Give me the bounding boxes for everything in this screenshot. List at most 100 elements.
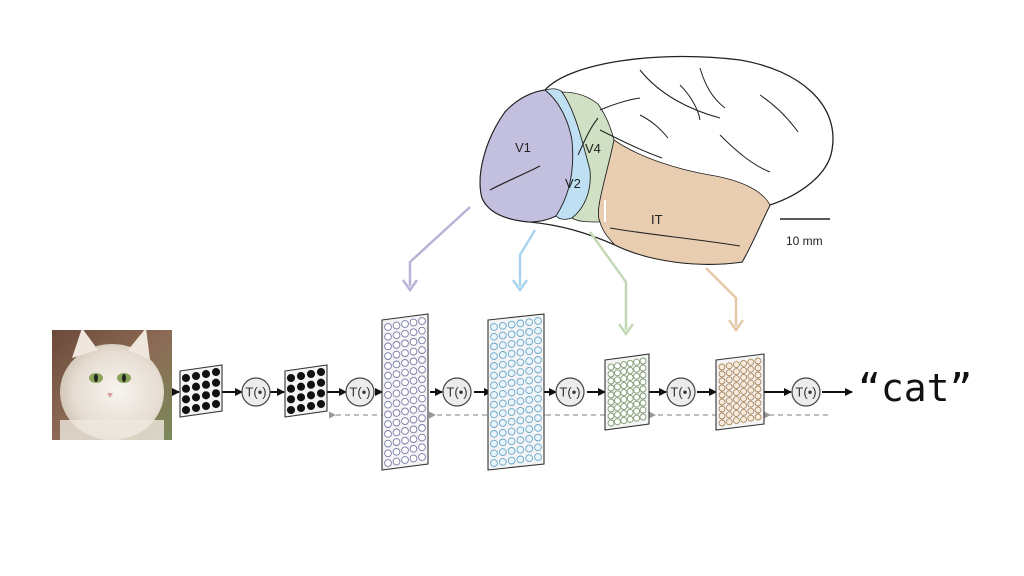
operator-node-4: [666, 377, 696, 407]
layer-1-unit: [296, 393, 306, 402]
layer-it-unit: [718, 405, 726, 413]
layer-v2-unit: [525, 376, 534, 385]
layer-v1-unit: [392, 457, 401, 466]
area-v1: [479, 89, 574, 223]
operator-node-3: [555, 377, 585, 407]
layer-v2-unit: [534, 404, 542, 413]
layer-v1-unit: [409, 376, 418, 385]
layer-it-unit: [718, 384, 726, 392]
layer-v1-unit: [409, 338, 418, 346]
layer-v4-unit: [639, 378, 647, 386]
layer-it-unit: [725, 376, 733, 384]
layer-v4-unit: [613, 397, 621, 405]
layer-it-unit: [725, 362, 733, 370]
layer-v1-unit: [384, 430, 392, 438]
layer-it-unit: [732, 417, 740, 425]
layer-it-unit: [754, 406, 762, 414]
layer-v4-unit: [620, 403, 628, 411]
label-v1: V1: [515, 140, 531, 155]
layer-v1-unit: [409, 396, 418, 405]
layer-v2-unit: [490, 439, 498, 448]
layer-v1-unit: [392, 409, 401, 417]
layer-v1-unit: [384, 323, 392, 331]
layer-v2-unit: [490, 400, 498, 409]
layer-v2-unit: [490, 430, 498, 438]
layer-0-unit: [201, 369, 211, 379]
layer-v4-unit: [639, 385, 647, 393]
layer-v2-unit: [498, 341, 507, 350]
layer-v2-unit: [516, 348, 525, 357]
layer-it-unit: [754, 392, 762, 400]
layer-v2-unit: [516, 426, 525, 435]
layer-v2-unit: [516, 338, 525, 347]
layer-v2-unit: [507, 456, 516, 465]
layer-v1-unit: [392, 370, 401, 378]
layer-v4-unit: [626, 387, 634, 395]
layer-v2-unit: [498, 360, 507, 369]
layer-v2-unit: [507, 369, 516, 378]
layer-v2-unit: [534, 414, 542, 422]
layer-it-unit: [740, 394, 748, 402]
layer-v2-unit: [534, 356, 542, 364]
layer-it-unit: [740, 380, 748, 388]
layer-it-unit: [747, 393, 755, 401]
layer-v2-unit: [498, 389, 507, 398]
layer-it-unit: [718, 370, 726, 378]
operator-label-4: T(•): [670, 385, 691, 400]
layer-v1-unit: [392, 399, 401, 408]
layer-v1-unit: [418, 394, 426, 403]
layer-0-unit: [211, 399, 221, 409]
layer-v1-unit: [409, 318, 418, 327]
layer-v4-unit: [633, 365, 641, 373]
layer-v2-unit: [507, 398, 516, 407]
layer-v1-unit: [384, 459, 392, 467]
layer-v4-unit: [626, 373, 634, 381]
layer-it-unit: [725, 404, 733, 412]
layer-v4-unit: [626, 408, 634, 416]
layer-v2-unit: [490, 410, 498, 419]
layer-it-unit: [725, 383, 733, 391]
layer-0-unit: [211, 378, 221, 387]
layer-v1-unit: [392, 438, 401, 446]
layer-v2-unit: [534, 453, 542, 461]
layer-0-panel: [179, 364, 223, 418]
layer-v1-unit: [418, 346, 426, 354]
layer-v4-unit: [613, 418, 621, 426]
layer-v1-unit: [392, 341, 401, 349]
v2-arrow: [518, 229, 537, 286]
layer-v1-unit: [401, 427, 409, 435]
layer-v1-unit: [392, 379, 401, 388]
layer-v2-unit: [507, 330, 516, 339]
layer-v4-unit: [620, 361, 628, 369]
layer-it-unit: [732, 396, 740, 404]
layer-v2-unit: [534, 346, 542, 354]
layer-v2-unit: [498, 457, 507, 466]
layer-v4-unit: [620, 389, 628, 397]
layer-it-unit: [747, 379, 755, 387]
layer-v2-unit: [525, 328, 534, 336]
layer-v1-unit: [384, 439, 392, 448]
network-pipeline: T(•)T(•)T(•)T(•)T(•)T(•): [172, 313, 853, 471]
layer-1-unit: [286, 405, 296, 415]
layer-it-unit: [732, 389, 740, 397]
layer-v1-unit: [409, 454, 418, 463]
operator-label-3: T(•): [559, 385, 580, 400]
layer-0-unit: [181, 373, 191, 383]
layer-v4-unit: [613, 383, 621, 391]
layer-v4-unit: [633, 414, 641, 422]
layer-v4-unit: [626, 366, 634, 374]
layer-v4-unit: [607, 363, 615, 371]
layer-v4-unit: [626, 394, 634, 402]
layer-1-unit: [306, 380, 316, 389]
layer-v1-unit: [409, 444, 418, 453]
layer-v1-unit: [392, 418, 401, 427]
layer-v1-unit: [409, 435, 418, 443]
layer-v2-unit: [498, 380, 507, 388]
layer-0-unit: [211, 389, 221, 398]
operator-node-0: [241, 377, 271, 407]
layer-v4-unit: [613, 411, 621, 419]
layer-0-unit: [181, 395, 191, 404]
layer-v4-unit: [613, 369, 621, 377]
layer-v4-unit: [639, 357, 647, 365]
layer-v2-unit: [516, 397, 525, 405]
